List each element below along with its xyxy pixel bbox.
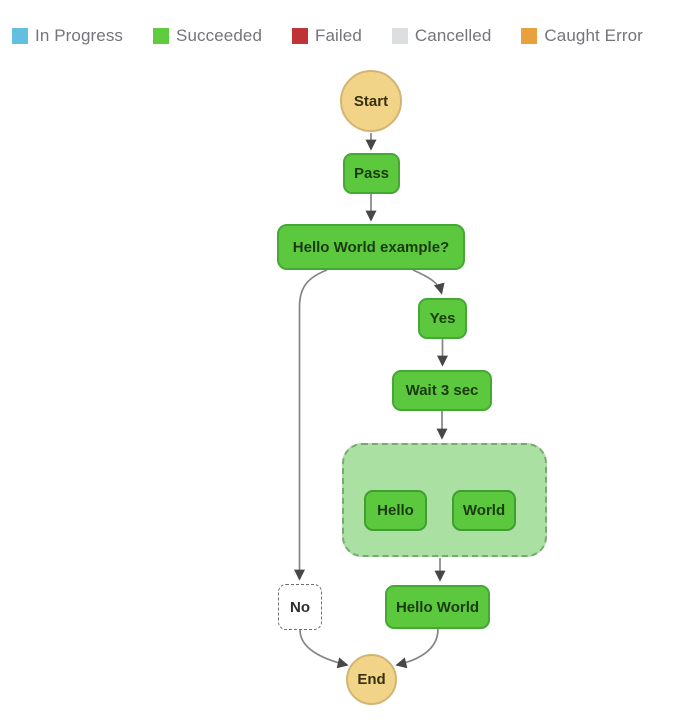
status-legend: In Progress Succeeded Failed Cancelled C… <box>12 26 643 46</box>
node-wait-label: Wait 3 sec <box>405 382 479 399</box>
edge-hello-world-end <box>395 628 439 669</box>
node-hello-world-label: Hello World <box>395 598 480 616</box>
node-end-label: End <box>357 671 386 688</box>
node-pass-label: Pass <box>353 165 390 182</box>
cancelled-swatch <box>391 28 408 44</box>
edge-choice-yes <box>412 269 445 295</box>
node-choice-label: Hello World example? <box>292 238 450 256</box>
node-end[interactable]: End <box>346 654 397 705</box>
legend-label: Succeeded <box>176 26 262 45</box>
legend-item-failed: Failed <box>292 26 362 46</box>
node-choice-hello-world-example[interactable]: Hello World example? <box>277 224 465 270</box>
succeeded-swatch <box>153 28 170 44</box>
legend-item-in-progress: In Progress <box>12 26 123 46</box>
node-pass[interactable]: Pass <box>343 153 400 194</box>
node-start-label: Start <box>353 92 389 110</box>
node-wait-3-sec[interactable]: Wait 3 sec <box>392 370 492 411</box>
legend-item-cancelled: Cancelled <box>391 26 492 46</box>
node-world-label: World <box>462 502 506 519</box>
failed-swatch <box>292 28 308 44</box>
legend-label: Caught Error <box>544 26 643 45</box>
node-yes-label: Yes <box>429 310 456 327</box>
node-start[interactable]: Start <box>340 70 402 132</box>
node-hello[interactable]: Hello <box>364 490 427 531</box>
node-hello-label: Hello <box>377 502 414 519</box>
legend-label: Failed <box>315 26 362 45</box>
legend-item-succeeded: Succeeded <box>153 26 262 46</box>
node-world[interactable]: World <box>452 490 516 531</box>
node-choice-rule-yes[interactable]: Yes <box>418 298 467 339</box>
in-progress-swatch <box>12 28 28 44</box>
node-no-label: No <box>290 598 310 616</box>
edge-choice-no <box>293 269 328 581</box>
caught-error-swatch <box>521 28 538 44</box>
legend-label: Cancelled <box>414 26 492 45</box>
node-hello-world[interactable]: Hello World <box>385 585 490 629</box>
edge-no-end <box>299 629 349 669</box>
legend-label: In Progress <box>35 26 124 45</box>
node-choice-rule-no[interactable]: No <box>278 584 322 630</box>
legend-item-caught-error: Caught Error <box>521 26 643 46</box>
